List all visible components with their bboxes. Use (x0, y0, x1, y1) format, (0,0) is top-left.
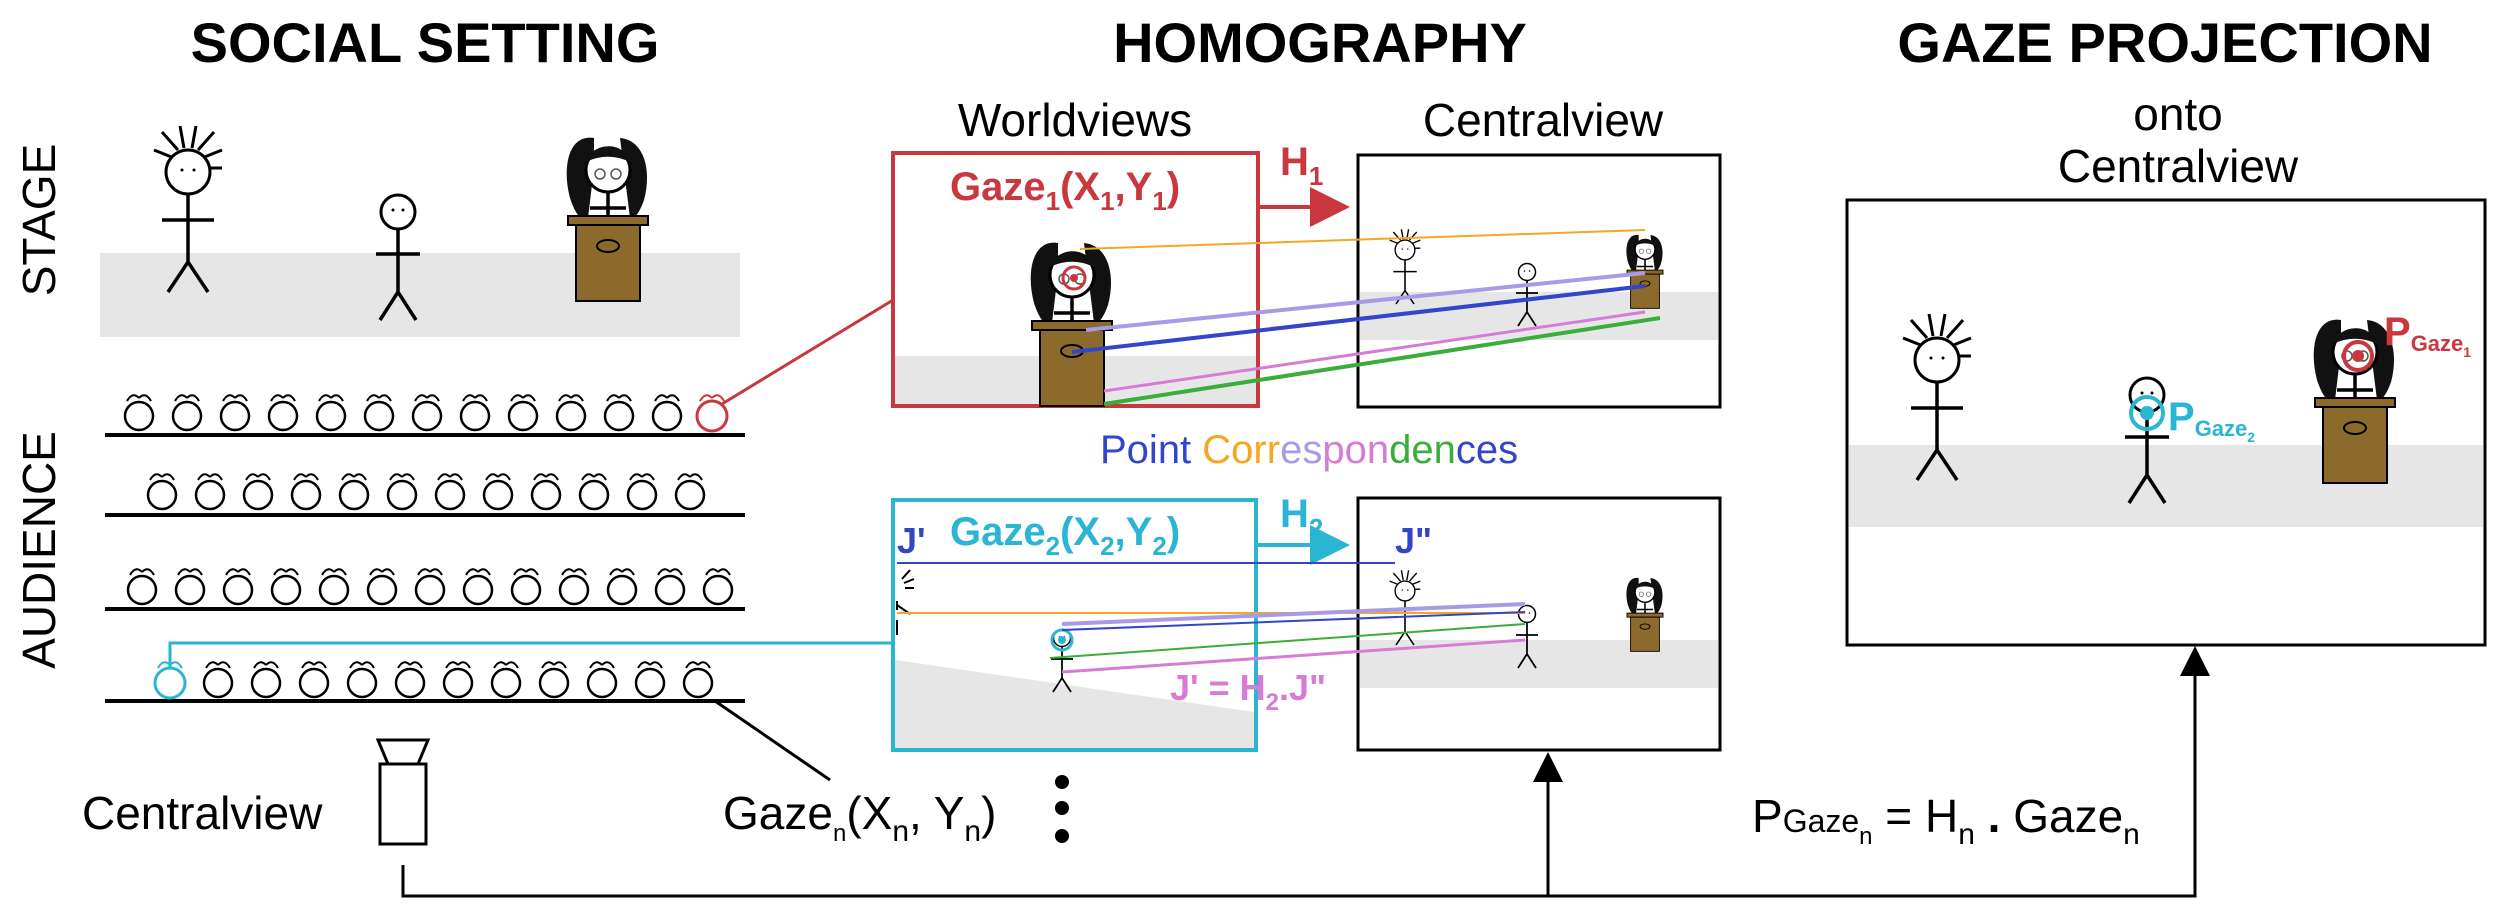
centralview-camera-label: Centralview (82, 787, 323, 839)
audience-member (509, 395, 537, 430)
audience-member (653, 395, 681, 430)
audience-member (557, 395, 585, 430)
audience-member (628, 474, 656, 509)
section-title-gaze-projection: GAZE PROJECTION (1897, 11, 2432, 74)
audience-row-2 (105, 474, 745, 515)
audience-member (128, 569, 156, 604)
audience-member (608, 569, 636, 604)
audience-member (444, 662, 472, 697)
audience-member (204, 662, 232, 697)
stage-platform (100, 253, 740, 337)
stage-speaker-podium (567, 138, 648, 301)
centralview-top (1358, 155, 1720, 407)
audience-member (320, 569, 348, 604)
projection-subtitle-onto: onto (2133, 88, 2223, 140)
audience-row-4 (105, 662, 830, 780)
audience-member (676, 474, 704, 509)
audience-member (396, 662, 424, 697)
audience-member (540, 662, 568, 697)
connector-viewer2-worldview (170, 643, 893, 668)
audience-member (704, 569, 732, 604)
audience-member (368, 569, 396, 604)
audience-member (252, 662, 280, 697)
vertical-ellipsis-icon (1055, 775, 1069, 843)
audience-member (340, 474, 368, 509)
audience-member (416, 569, 444, 604)
audience-member (656, 569, 684, 604)
audience-member (300, 662, 328, 697)
gaze-1-label: Gaze1(X1,Y1) (950, 165, 1180, 216)
audience-member (512, 569, 540, 604)
audience-member (125, 395, 153, 430)
centralview-label: Centralview (1423, 94, 1664, 146)
side-label-audience: AUDIENCE (13, 431, 65, 669)
projection-view (1847, 200, 2485, 645)
projection-formula: PGazen = Hn . Gazen (1752, 790, 2140, 851)
projection-subtitle-centralview: Centralview (2058, 140, 2299, 192)
audience-member (580, 474, 608, 509)
audience-member (348, 662, 376, 697)
audience-row-3 (105, 569, 745, 609)
audience-member (436, 474, 464, 509)
audience-member (532, 474, 560, 509)
viewer-1-red (697, 395, 727, 431)
audience-member (221, 395, 249, 430)
audience-member (588, 662, 616, 697)
audience-member (272, 569, 300, 604)
j-double-prime-label: J" (1395, 520, 1432, 561)
audience-member (413, 395, 441, 430)
audience-member (605, 395, 633, 430)
connector-viewer1-worldview (722, 300, 893, 404)
audience-member (636, 662, 664, 697)
audience-member (196, 474, 224, 509)
audience-member (684, 662, 712, 697)
audience-member (176, 569, 204, 604)
audience-member (292, 474, 320, 509)
camera-icon (378, 740, 428, 844)
audience-member (461, 395, 489, 430)
audience-member (484, 474, 512, 509)
h1-label: H1 (1280, 140, 1323, 191)
section-title-homography: HOMOGRAPHY (1113, 11, 1527, 74)
audience-member (224, 569, 252, 604)
audience-member (269, 395, 297, 430)
audience-member (464, 569, 492, 604)
worldviews-label: Worldviews (958, 94, 1192, 146)
h2-label: H2 (1280, 492, 1323, 543)
section-title-social-setting: SOCIAL SETTING (191, 11, 660, 74)
audience-member (388, 474, 416, 509)
gaze-2-label: Gaze2(X2,Y2) (950, 510, 1180, 561)
audience-member (560, 569, 588, 604)
audience-member (244, 474, 272, 509)
audience-member (365, 395, 393, 430)
j-prime-label: J' (897, 520, 926, 561)
audience-member (173, 395, 201, 430)
side-label-stage: STAGE (13, 144, 65, 297)
audience-member (492, 662, 520, 697)
audience-row-1 (105, 395, 745, 435)
audience-member (148, 474, 176, 509)
gazen-label: Gazen(Xn, Yn) (723, 787, 996, 848)
point-correspondences-label: Point Correspondences (1100, 428, 1518, 472)
audience-member (317, 395, 345, 430)
